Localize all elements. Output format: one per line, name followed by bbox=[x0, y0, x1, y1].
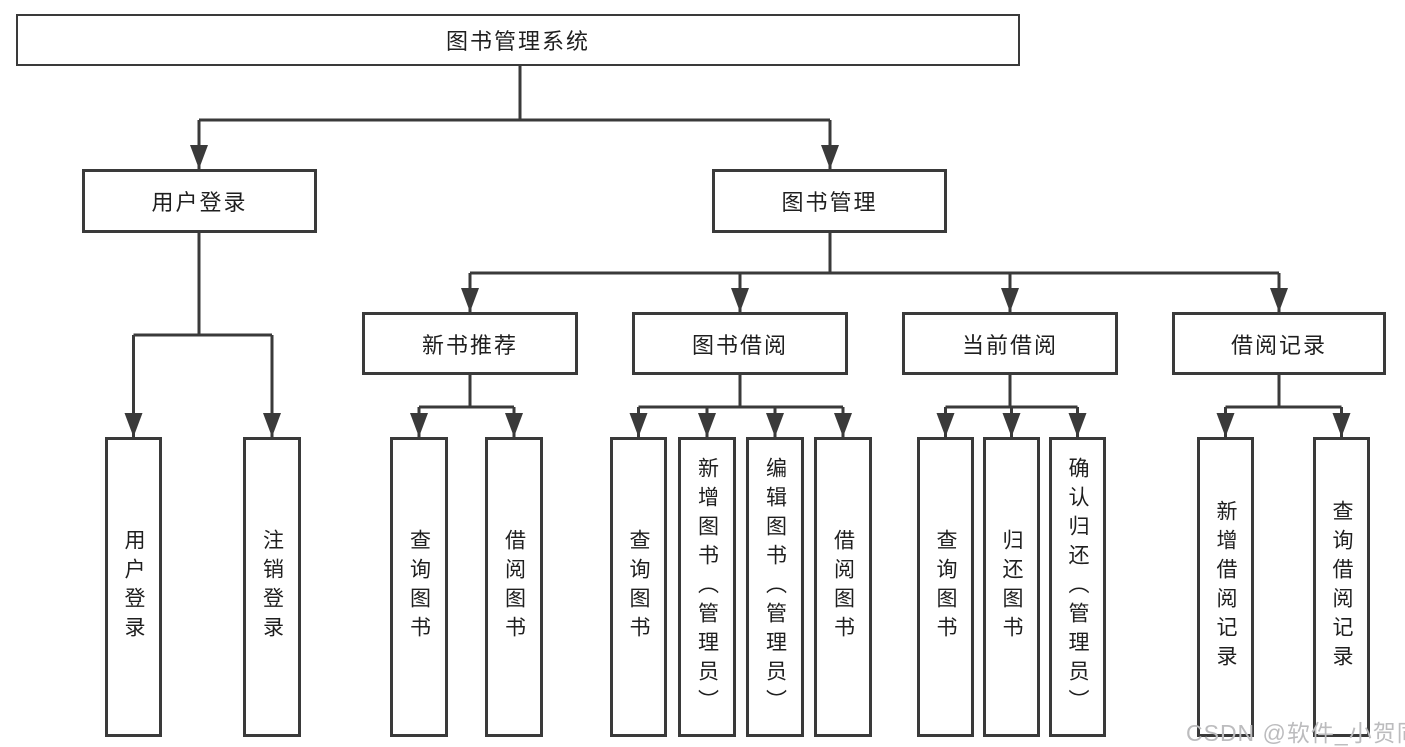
node-book-management: 图书管理 bbox=[712, 169, 947, 233]
leaf-br-add-record: 新增借阅记录 bbox=[1197, 437, 1254, 737]
leaf-user-login: 用户登录 bbox=[105, 437, 162, 737]
leaf-bb-query-books: 查询图书 bbox=[610, 437, 667, 737]
leaf-bb-add-books-admin: 新增图书（管理员） bbox=[678, 437, 736, 737]
leaf-nb-query-books: 查询图书 bbox=[390, 437, 448, 737]
leaf-label: 编辑图书（管理员） bbox=[763, 456, 787, 718]
leaf-label: 查询图书 bbox=[407, 529, 431, 645]
leaf-bb-borrow-books: 借阅图书 bbox=[814, 437, 872, 737]
leaf-logout-login: 注销登录 bbox=[243, 437, 301, 737]
node-root: 图书管理系统 bbox=[16, 14, 1020, 66]
node-borrow-records: 借阅记录 bbox=[1172, 312, 1386, 375]
leaf-label: 查询图书 bbox=[627, 529, 650, 645]
leaf-label: 归还图书 bbox=[1000, 529, 1023, 645]
leaf-label: 查询借阅记录 bbox=[1330, 500, 1353, 674]
leaf-label: 新增借阅记录 bbox=[1214, 500, 1237, 674]
leaf-bb-edit-books-admin: 编辑图书（管理员） bbox=[746, 437, 804, 737]
csdn-watermark: CSDN @软件_小贺同学 bbox=[1186, 720, 1405, 746]
node-current-borrowing: 当前借阅 bbox=[902, 312, 1118, 375]
leaf-label: 借阅图书 bbox=[831, 529, 855, 645]
node-new-book-recommend: 新书推荐 bbox=[362, 312, 578, 375]
arrowheads bbox=[124, 145, 1351, 437]
leaf-nb-borrow-books: 借阅图书 bbox=[485, 437, 543, 737]
leaf-label: 新增图书（管理员） bbox=[695, 456, 719, 718]
leaf-label: 用户登录 bbox=[122, 529, 145, 645]
leaf-cb-confirm-return-admin: 确认归还（管理员） bbox=[1049, 437, 1106, 737]
leaf-label: 确认归还（管理员） bbox=[1066, 456, 1089, 718]
node-user-login: 用户登录 bbox=[82, 169, 317, 233]
leaf-cb-return-books: 归还图书 bbox=[983, 437, 1040, 737]
leaf-br-query-record: 查询借阅记录 bbox=[1313, 437, 1370, 737]
leaf-label: 注销登录 bbox=[260, 529, 284, 645]
leaf-label: 查询图书 bbox=[934, 529, 957, 645]
leaf-cb-query-books: 查询图书 bbox=[917, 437, 974, 737]
leaf-label: 借阅图书 bbox=[502, 529, 526, 645]
node-book-borrowing: 图书借阅 bbox=[632, 312, 848, 375]
